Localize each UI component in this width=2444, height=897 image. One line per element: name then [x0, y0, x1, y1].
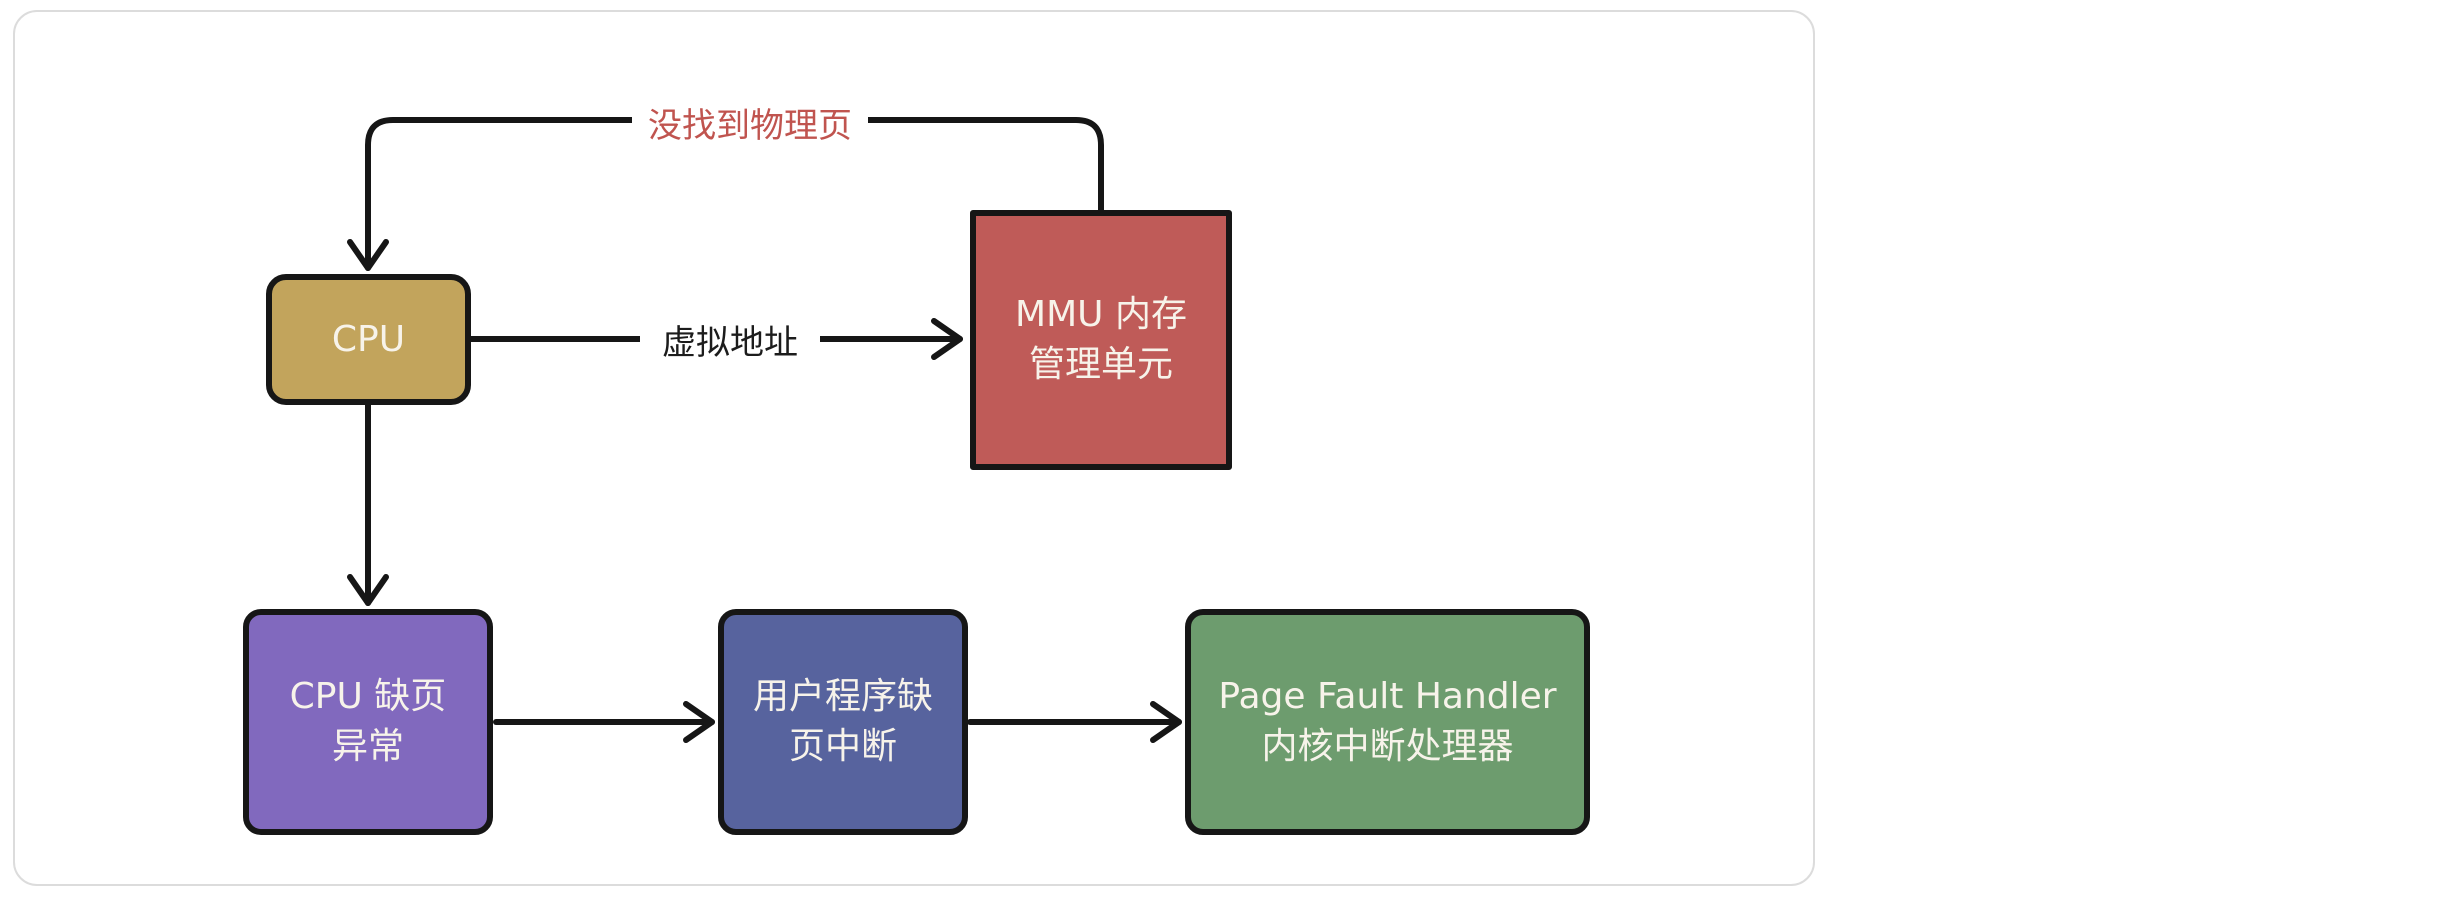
edge-interrupt-to-handler	[967, 701, 1182, 743]
arrowhead-right-handler-icon	[1150, 701, 1182, 743]
node-page-fault-handler: Page Fault Handler 内核中断处理器	[1185, 609, 1590, 835]
node-user-page-interrupt: 用户程序缺 页中断	[718, 609, 968, 835]
edge-cpu-to-fault	[347, 402, 389, 606]
node-cpu: CPU	[266, 274, 471, 405]
diagram-card: CPU MMU 内存 管理单元 CPU 缺页 异常 用户程序缺 页中断 Page…	[13, 10, 1815, 886]
node-mmu: MMU 内存 管理单元	[970, 210, 1232, 470]
arrowhead-right-mmu-icon	[931, 318, 963, 360]
label-virtual-address: 虚拟地址	[640, 311, 820, 367]
arrowhead-right-interrupt-icon	[683, 701, 715, 743]
node-cpu-page-fault: CPU 缺页 异常	[243, 609, 493, 835]
arrowhead-down-cpu-icon	[347, 239, 389, 271]
edge-fault-to-interrupt	[493, 701, 715, 743]
arrowhead-down-fault-icon	[347, 574, 389, 606]
label-page-not-found: 没找到物理页	[632, 96, 868, 148]
